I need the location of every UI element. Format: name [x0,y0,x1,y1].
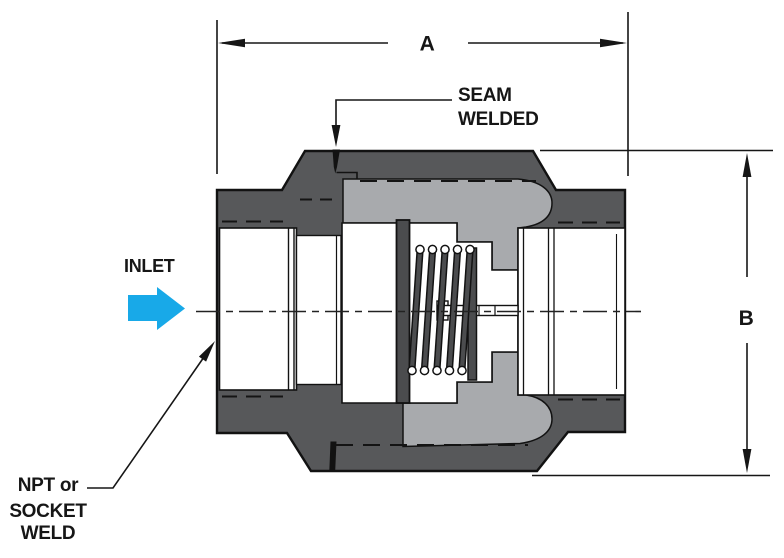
seam-welded-callout: SEAM WELDED [331,85,539,147]
npt-label-line3: WELD [21,523,76,544]
valve-body [215,149,627,473]
dim-a-arrowhead-left [218,38,245,48]
spring-wire-ends [407,244,475,376]
inlet-port-bore [218,227,298,391]
dim-b-label: B [739,307,754,330]
hidden-lines-body [222,198,620,401]
dim-b-arrowhead-up [742,153,752,177]
inlet-callout: INLET [124,256,185,330]
npt-label-line2: SOCKET [9,501,87,522]
seam-label-line2: WELDED [458,109,539,130]
seam-leader-line [335,99,452,127]
seam-label-line1: SEAM [458,85,512,106]
valve-spring [407,244,475,376]
seam-weld-notch-bottom [329,441,337,471]
npt-label-line1: NPT or [18,475,79,496]
dim-b-arrowhead-down [742,449,752,473]
dim-a-arrowhead-right [600,38,627,48]
npt-leader-line [87,356,205,489]
inlet-thread-bore [295,234,342,386]
npt-leader-arrowhead [198,341,215,362]
dimension-a: A [216,12,629,176]
dim-a-label: A [420,33,435,56]
dimension-b: B [532,149,773,477]
seam-weld-notch-top [332,149,340,174]
seam-leader-arrowhead [331,125,341,147]
npt-socket-weld-callout: NPT or SOCKET WELD [9,341,215,544]
inlet-label: INLET [124,256,175,276]
inlet-flow-arrow-icon [128,287,185,330]
seam-joint-step [336,171,358,179]
